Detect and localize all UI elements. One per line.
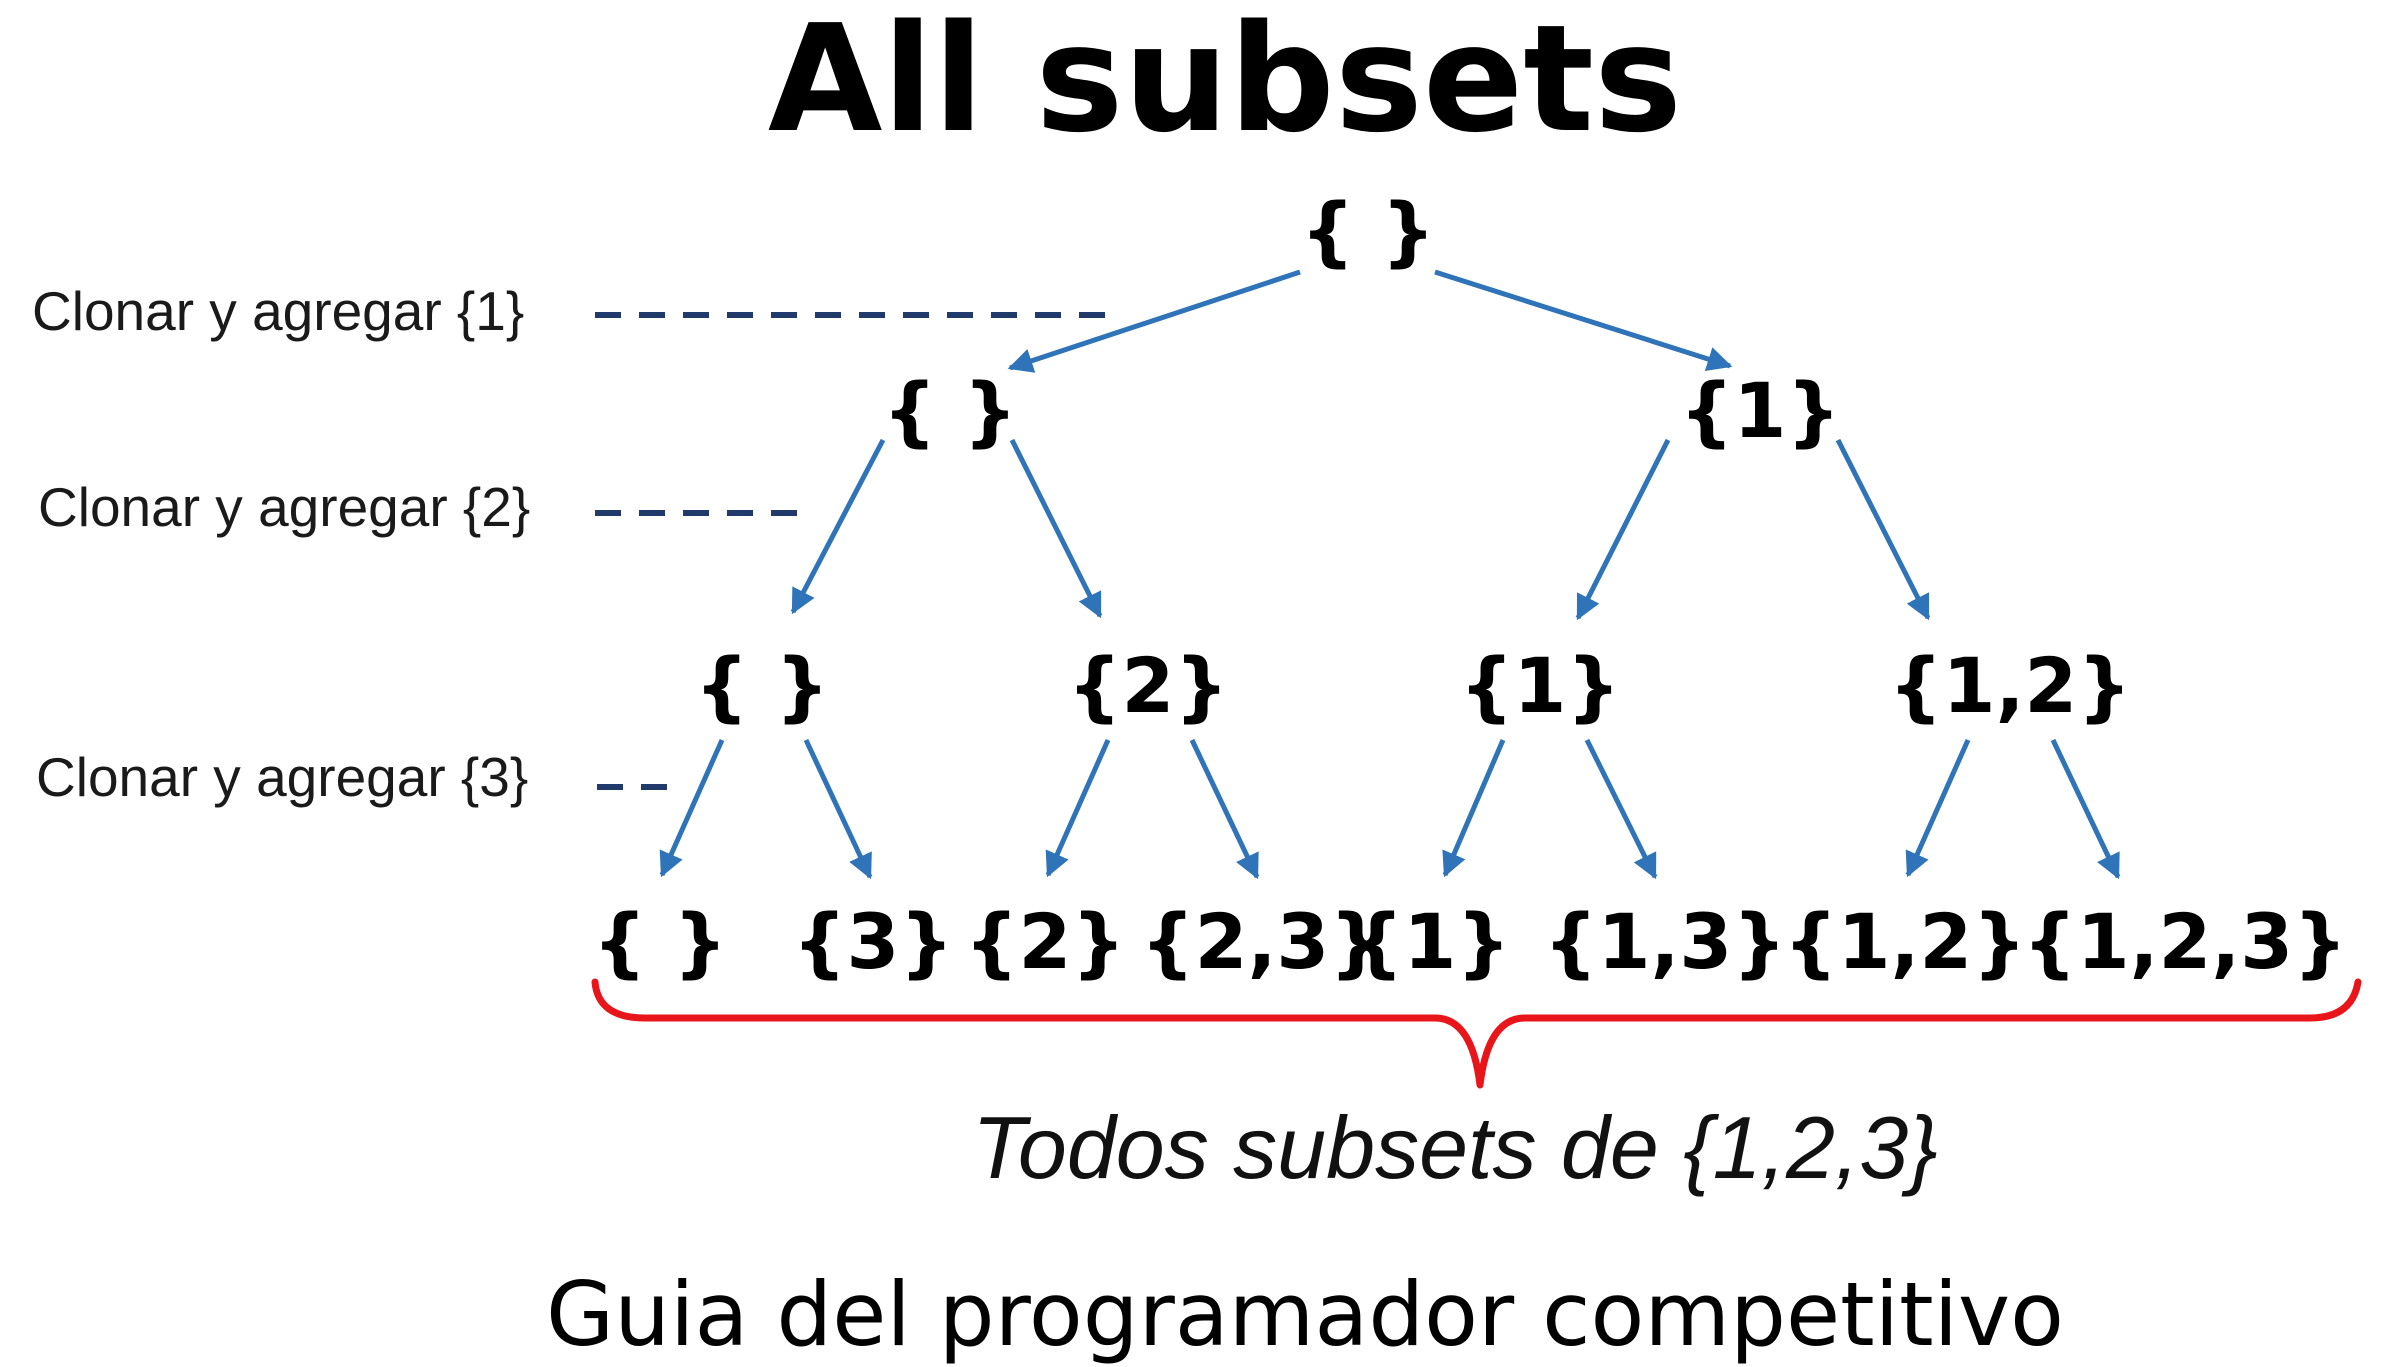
- edge-l1-left-to-l2-a: [790, 438, 886, 615]
- red-brace: [591, 978, 2362, 1089]
- node-l1-right: {1}: [1679, 366, 1840, 455]
- node-l3-g: {1,2}: [1784, 897, 2027, 986]
- edge-l1-right-to-l2-c: [1575, 438, 1671, 621]
- node-l2-b: {2}: [1067, 641, 1228, 730]
- edge-l1-right-to-l2-d: [1835, 438, 1931, 621]
- edge-l2-d-to-l3-h: [2050, 738, 2121, 880]
- edge-l2-b-to-l3-c: [1045, 738, 1111, 878]
- edge-root-to-l1-right: [1434, 269, 1733, 372]
- node-l3-b: {3}: [792, 897, 953, 986]
- node-l2-c: {1}: [1459, 641, 1620, 730]
- node-l3-f: {1,3}: [1544, 897, 1787, 986]
- brace-caption: Todos subsets de {1,2,3}: [972, 1098, 1938, 1197]
- step-label-2: Clonar y agregar {2}: [38, 476, 530, 538]
- node-l3-c: {2}: [964, 897, 1125, 986]
- edge-l2-a-to-l3-a: [659, 738, 725, 878]
- node-l3-h: {1,2,3}: [2023, 897, 2348, 986]
- node-l3-a: { }: [593, 897, 728, 986]
- edge-l2-d-to-l3-g: [1905, 738, 1971, 878]
- node-l1-left: { }: [883, 366, 1018, 455]
- step-label-3: Clonar y agregar {3}: [36, 746, 528, 808]
- edge-l2-b-to-l3-d: [1189, 738, 1260, 880]
- node-l2-a: { }: [695, 641, 830, 730]
- node-l3-d: {2,3}: [1141, 897, 1384, 986]
- edge-l1-left-to-l2-b: [1009, 438, 1103, 619]
- edge-root-to-l1-left: [1007, 269, 1301, 373]
- edge-l2-c-to-l3-f: [1584, 738, 1658, 880]
- node-l2-d: {1,2}: [1889, 641, 2132, 730]
- edge-l2-c-to-l3-e: [1442, 739, 1506, 878]
- node-root: { }: [1301, 186, 1436, 275]
- node-l3-e: {1}: [1349, 897, 1510, 986]
- page-title: All subsets: [768, 0, 1682, 165]
- footer-text: Guia del programador competitivo: [546, 1263, 2064, 1366]
- edge-l2-a-to-l3-b: [803, 738, 873, 880]
- step-label-1: Clonar y agregar {1}: [32, 280, 524, 342]
